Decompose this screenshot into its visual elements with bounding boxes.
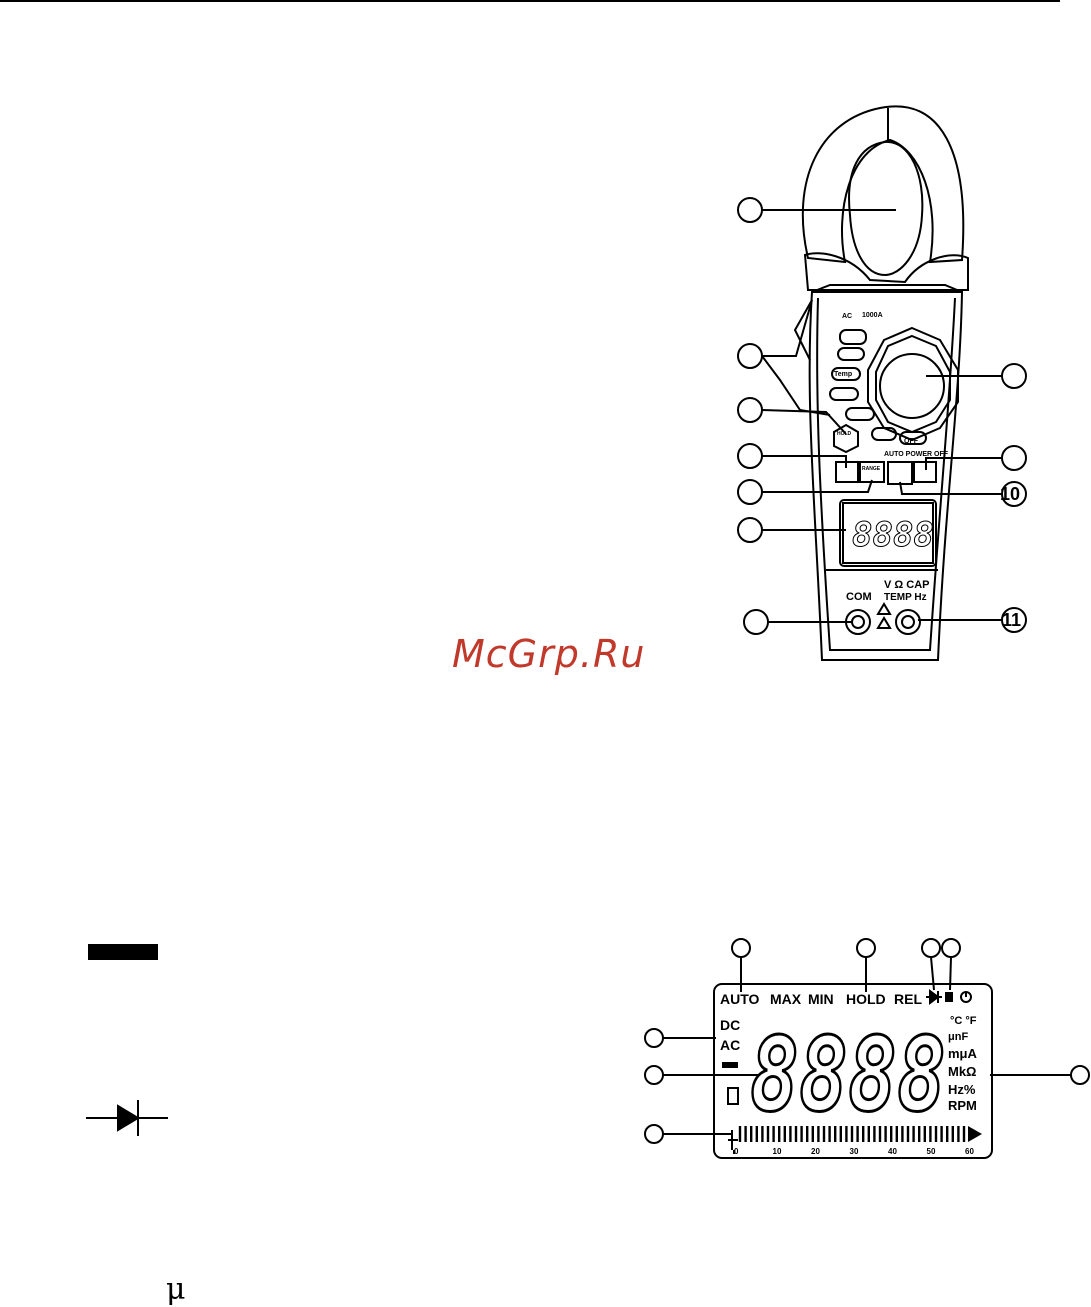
lcd-unit-cap: μnF (948, 1031, 968, 1043)
bar-scale-label: 0 (734, 1147, 739, 1156)
lcd-diode-icon (926, 991, 942, 1003)
label-temp: Temp (834, 371, 852, 378)
callout-5 (738, 480, 762, 504)
callout-7 (744, 610, 768, 634)
callout-2 (738, 344, 762, 368)
meter-body (810, 292, 962, 660)
callout-1 (738, 198, 762, 222)
lcd-unit-hz: Hz% (948, 1082, 976, 1097)
lcd-digits: 8888 (750, 1016, 946, 1135)
meter-callouts (738, 198, 1026, 634)
lcd-bar-arrow (968, 1126, 982, 1142)
callout-11-label: 11 (1002, 610, 1021, 630)
lcd-callout-c (922, 939, 940, 957)
lcd-unit-amp: mμA (948, 1046, 978, 1061)
lcd-unit-temp: °C °F (950, 1015, 977, 1027)
label-range-btn: RANGE (862, 466, 881, 472)
callout-8 (1002, 364, 1026, 388)
callout-3 (738, 398, 762, 422)
lcd-hold: HOLD (846, 991, 886, 1007)
bar-scale-label: 10 (773, 1147, 782, 1156)
label-temphz: TEMP Hz (884, 592, 927, 603)
label-com: COM (846, 591, 872, 603)
watermark: McGrp.Ru (452, 632, 645, 676)
lcd-callout-f (645, 1066, 663, 1084)
label-ac: AC (842, 313, 852, 320)
callout-4 (738, 444, 762, 468)
label-off: OFF (904, 438, 919, 445)
label-auto-power: AUTO POWER OFF (884, 451, 949, 458)
lcd-callout-e (645, 1029, 663, 1047)
lcd-auto: AUTO (720, 991, 760, 1007)
lcd-unit-rpm: RPM (948, 1098, 977, 1113)
lcd-callout-h (1071, 1066, 1089, 1084)
label-range: 1000A (862, 312, 883, 319)
lcd-buzzer-icon (946, 992, 971, 1002)
lcd-dc: DC (720, 1017, 740, 1033)
meter-lcd-digits: 8888 (852, 515, 934, 555)
lcd-unit-ohm: MkΩ (948, 1064, 976, 1079)
callout-10-label: 10 (1000, 484, 1020, 504)
callout-9 (1002, 446, 1026, 470)
callout-6 (738, 518, 762, 542)
lcd-battery-icon (728, 1088, 738, 1104)
lcd-callout-d (942, 939, 960, 957)
lcd-callout-g (645, 1125, 663, 1143)
diode-symbol (86, 1100, 168, 1136)
bar-scale-label: 60 (965, 1147, 974, 1156)
bar-scale-label: 50 (927, 1147, 936, 1156)
bar-scale-label: 40 (888, 1147, 897, 1156)
black-label-chip (88, 944, 158, 960)
lcd-ac: AC (720, 1037, 740, 1053)
lcd-callout-b (857, 939, 875, 957)
bar-scale-label: 20 (811, 1147, 820, 1156)
lcd-rel: REL (894, 991, 922, 1007)
bar-scale-label: 30 (850, 1147, 859, 1156)
clamp-meter (795, 106, 968, 660)
label-vcap: V Ω CAP (884, 579, 930, 591)
micro-symbol: μ (166, 1272, 186, 1307)
lcd-callout-a (732, 939, 750, 957)
lcd-diagram: AUTO MAX MIN HOLD REL DC AC °C °F μnF mμ… (645, 939, 1089, 1158)
lcd-min: MIN (808, 991, 834, 1007)
lcd-max: MAX (770, 991, 802, 1007)
lcd-bar-ticks (740, 1126, 964, 1142)
clamp-jaw (803, 106, 963, 262)
